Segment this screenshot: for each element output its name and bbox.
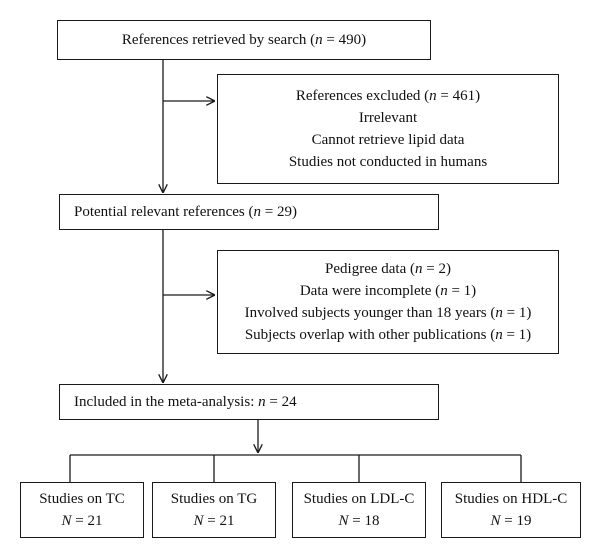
exclusion-reason: Pedigree data (n = 2)	[325, 261, 451, 277]
study-title: Studies on LDL-C	[303, 491, 415, 507]
studies-tc-box: Studies on TC N = 21	[20, 482, 144, 538]
study-title: Studies on TC	[39, 491, 125, 507]
exclusion-reason: Data were incomplete (n = 1)	[299, 283, 477, 299]
exclusion-reason: Studies not conducted in humans	[288, 154, 488, 170]
study-count: N = 18	[338, 513, 380, 529]
study-title: Studies on TG	[170, 491, 258, 507]
excluded-references-box: References excluded (n = 461) Irrelevant…	[217, 74, 559, 184]
included-text: Included in the meta-analysis: n = 24	[74, 394, 297, 410]
exclusion-reason: Cannot retrieve lipid data	[311, 132, 465, 148]
potential-references-text: Potential relevant references (n = 29)	[74, 204, 297, 220]
potential-references-box: Potential relevant references (n = 29)	[59, 194, 439, 230]
search-results-text: References retrieved by search (n = 490)	[121, 32, 367, 48]
search-results-box: References retrieved by search (n = 490)	[57, 20, 431, 60]
further-excluded-box: Pedigree data (n = 2) Data were incomple…	[217, 250, 559, 354]
exclusion-reason: Irrelevant	[358, 110, 418, 126]
studies-hdl-box: Studies on HDL-C N = 19	[441, 482, 581, 538]
study-count: N = 21	[193, 513, 235, 529]
exclusion-reason: Involved subjects younger than 18 years …	[244, 305, 532, 321]
studies-ldl-box: Studies on LDL-C N = 18	[292, 482, 426, 538]
study-count: N = 21	[61, 513, 103, 529]
study-title: Studies on HDL-C	[454, 491, 568, 507]
excluded-title: References excluded (n = 461)	[295, 88, 481, 104]
study-count: N = 19	[490, 513, 532, 529]
exclusion-reason: Subjects overlap with other publications…	[244, 327, 532, 343]
studies-tg-box: Studies on TG N = 21	[152, 482, 276, 538]
included-box: Included in the meta-analysis: n = 24	[59, 384, 439, 420]
